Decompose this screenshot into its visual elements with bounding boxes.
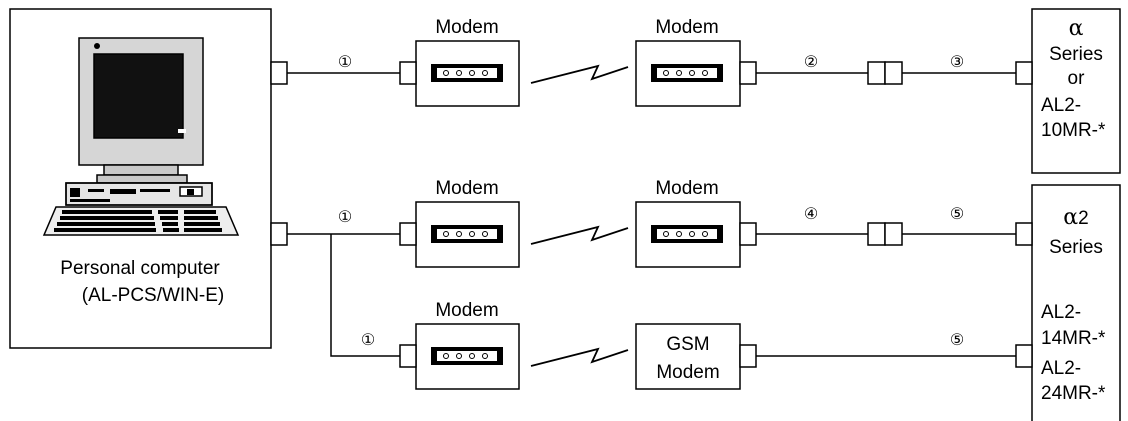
gsm-modem-label-line1: GSM: [666, 334, 709, 355]
cable-label-row2-end: ⑤: [950, 206, 964, 223]
device-line3: AL2-: [1041, 95, 1081, 116]
device-frame: [1031, 184, 1121, 421]
device-port-top: [1015, 222, 1033, 246]
modem-label: Modem: [435, 17, 498, 38]
device-line4: AL2-: [1041, 358, 1081, 379]
computer-illustration-icon: [42, 37, 240, 236]
modem-port: [399, 61, 417, 85]
modem-port: [739, 222, 757, 246]
device-line5: 24MR-*: [1041, 383, 1106, 404]
gsm-modem-label-line2: Modem: [656, 362, 719, 383]
modem-row2-left: Modem: [399, 178, 520, 268]
modem-label: Modem: [435, 178, 498, 199]
device-port-bottom: [1015, 344, 1033, 368]
wireless-link-row1: [530, 64, 629, 84]
modem-connector-icon: [431, 225, 503, 243]
modem-connector-icon: [431, 347, 503, 365]
device-line2: or: [1068, 68, 1086, 89]
modem-row3-left: Modem: [399, 300, 520, 390]
computer-label-line1: Personal computer: [60, 258, 220, 279]
gsm-modem-port: [739, 344, 757, 368]
modem-port: [739, 61, 757, 85]
cable-label-row1-end: ③: [950, 54, 964, 71]
cable-label-row1-pc: ①: [338, 54, 352, 71]
modem-port: [399, 344, 417, 368]
wireless-link-row3: [530, 347, 629, 367]
modem-connector-icon: [651, 225, 723, 243]
device-line2: AL2-: [1041, 302, 1081, 323]
modem-label: Modem: [655, 17, 718, 38]
device-line4: 10MR-*: [1041, 120, 1106, 141]
modem-row2-right: Modem: [635, 178, 757, 268]
device-alpha-series: α Series or AL2- 10MR-*: [1015, 8, 1121, 174]
device-port: [1015, 61, 1033, 85]
modem-label: Modem: [435, 300, 498, 321]
modem-port: [399, 222, 417, 246]
pc-port-bottom: [270, 222, 288, 246]
cable-adapter-row1: [867, 61, 903, 85]
cable-row3-pc-line: [330, 234, 400, 357]
cable-adapter-row2: [867, 222, 903, 246]
cable-label-row3-pc: ①: [361, 332, 375, 349]
cable-label-row3-end: ⑤: [950, 332, 964, 349]
device-alpha2-series: α2 Series AL2- 14MR-* AL2- 24MR-*: [1015, 184, 1121, 421]
wireless-link-row2: [530, 225, 629, 245]
device-symbol-alpha: α: [1063, 205, 1078, 230]
device-line1: Series: [1049, 237, 1103, 258]
device-line3: 14MR-*: [1041, 328, 1106, 349]
modem-connector-icon: [431, 64, 503, 82]
modem-connector-icon: [651, 64, 723, 82]
cables: [287, 72, 1016, 357]
personal-computer: Personal computer (AL-PCS/WIN-E): [9, 8, 272, 349]
device-symbol: α: [1069, 16, 1084, 41]
pc-port-top: [270, 61, 288, 85]
cable-label-row1-out: ②: [804, 54, 818, 71]
device-symbol-suffix: 2: [1078, 208, 1089, 229]
modem-row1-right: Modem: [635, 17, 757, 107]
gsm-modem-row3: GSM Modem: [635, 323, 757, 390]
computer-label-line2: (AL-PCS/WIN-E): [82, 285, 225, 306]
gsm-modem-box: [635, 323, 741, 390]
cable-label-row2-out: ④: [804, 206, 818, 223]
device-symbol: α2: [1063, 205, 1088, 230]
modem-row1-left: Modem: [399, 17, 520, 107]
cable-label-row2-pc: ①: [338, 209, 352, 226]
device-frame: [1031, 8, 1121, 174]
modem-label: Modem: [655, 178, 718, 199]
device-line1: Series: [1049, 44, 1103, 65]
